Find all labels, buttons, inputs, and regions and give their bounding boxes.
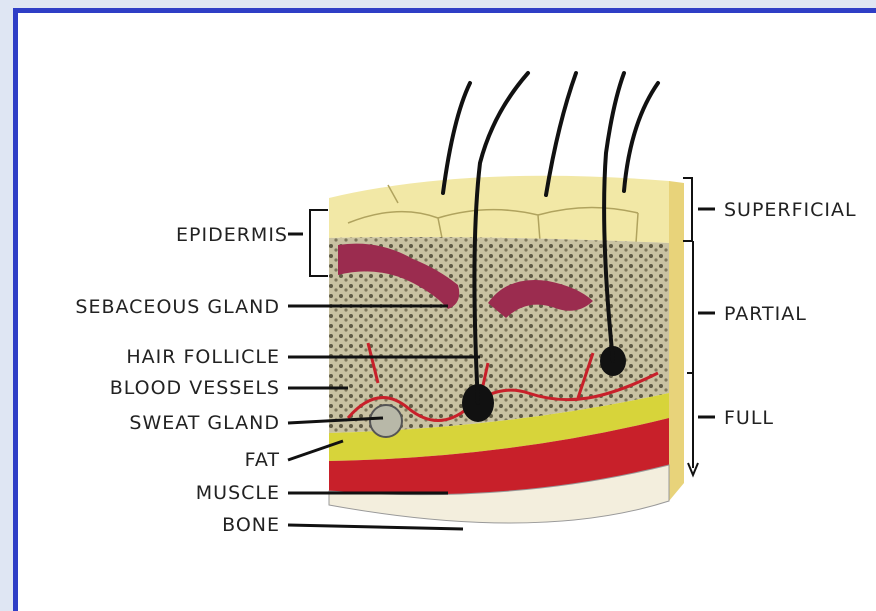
- right-brackets: [683, 178, 715, 475]
- label-full: FULL: [724, 407, 774, 429]
- label-partial: PARTIAL: [724, 303, 807, 325]
- label-superficial: SUPERFICIAL: [724, 199, 857, 221]
- diagram-frame: EPIDERMIS SEBACEOUS GLAND HAIR FOLLICLE …: [13, 8, 876, 611]
- label-fat: FAT: [245, 449, 280, 471]
- label-blood-vessels: BLOOD VESSELS: [110, 377, 280, 399]
- sweat-gland-shape: [370, 405, 402, 437]
- block-side-face: [669, 181, 684, 501]
- label-hair-follicle: HAIR FOLLICLE: [126, 346, 280, 368]
- label-epidermis: EPIDERMIS: [176, 224, 288, 246]
- diagram-canvas: EPIDERMIS SEBACEOUS GLAND HAIR FOLLICLE …: [18, 13, 876, 611]
- label-sweat-gland: SWEAT GLAND: [129, 412, 280, 434]
- skin-layers-diagram: EPIDERMIS SEBACEOUS GLAND HAIR FOLLICLE …: [18, 13, 876, 611]
- label-bone: BONE: [222, 514, 280, 536]
- skin-block: [329, 73, 684, 523]
- label-muscle: MUSCLE: [196, 482, 280, 504]
- label-sebaceous-gland: SEBACEOUS GLAND: [75, 296, 280, 318]
